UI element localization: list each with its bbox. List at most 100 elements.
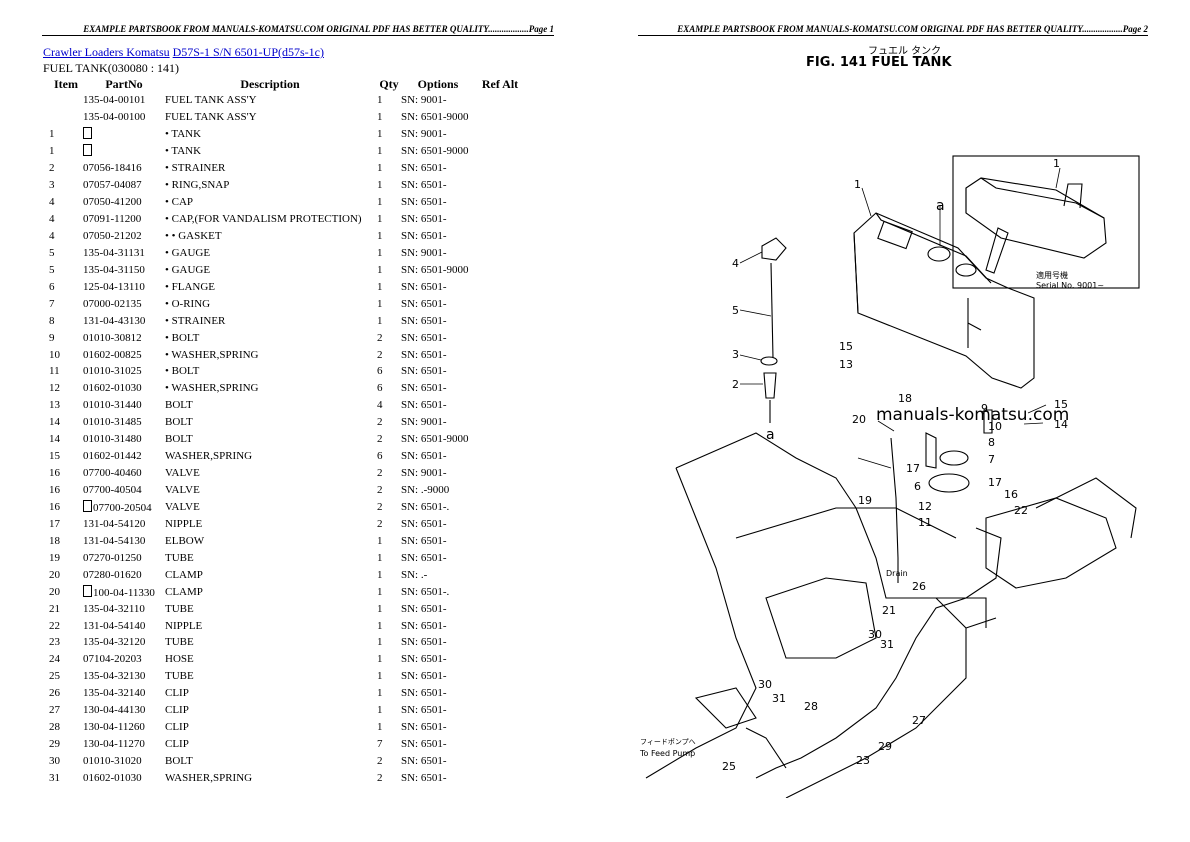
cell-options: SN: 9001- xyxy=(401,128,447,141)
callout-2: 2 xyxy=(732,378,739,391)
cell-options: SN: 6501- xyxy=(401,162,447,175)
cell-ref-alt xyxy=(475,228,525,245)
cell-qty: 1 xyxy=(377,179,383,192)
cell-description: • O-RING xyxy=(165,297,211,310)
cell-partno: 07270-01250 xyxy=(83,551,142,564)
table-row: 1 • TANK 1 SN: 9001- xyxy=(43,126,525,143)
cell-partno: 01010-31020 xyxy=(83,755,142,768)
cell-description: CLAMP xyxy=(165,568,203,581)
cell-description: • GAUGE xyxy=(165,263,211,276)
cell-ref-alt xyxy=(475,194,525,211)
strainer-part-2 xyxy=(763,372,777,399)
cell-qty: 1 xyxy=(377,128,383,141)
cell-item: 28 xyxy=(49,721,60,734)
flange-part-6 xyxy=(928,473,970,493)
cell-qty: 1 xyxy=(377,94,383,107)
cell-description: CLIP xyxy=(165,721,189,734)
callout-10: 10 xyxy=(988,420,1002,433)
cell-options: SN: 6501- xyxy=(401,365,447,378)
cell-item: 11 xyxy=(49,365,60,378)
cell-description: FUEL TANK ASS'Y xyxy=(165,111,257,124)
callout-26: 26 xyxy=(912,580,926,593)
cell-description: WASHER,SPRING xyxy=(165,771,253,784)
cell-description: • CAP xyxy=(165,196,193,209)
callout-27: 27 xyxy=(912,714,926,727)
cell-ref-alt xyxy=(475,515,525,532)
callout-15: 15 xyxy=(839,340,853,353)
column-header-description: Description xyxy=(240,77,300,91)
cell-qty: 1 xyxy=(377,602,383,615)
frame-outline-1 xyxy=(675,432,967,798)
callout-8: 8 xyxy=(988,436,995,449)
callout-9: 9 xyxy=(981,402,988,415)
cell-item: 1 xyxy=(49,128,55,141)
fuel-tube-end xyxy=(745,727,787,769)
cell-item: 19 xyxy=(49,551,60,564)
cell-ref-alt xyxy=(475,346,525,363)
cell-ref-alt xyxy=(475,143,525,160)
cell-ref-alt xyxy=(475,736,525,753)
breadcrumb-link-model[interactable]: D57S-1 S/N 6501-UP(d57s-1c) xyxy=(172,45,324,59)
cell-ref-alt xyxy=(475,482,525,499)
cell-description: ELBOW xyxy=(165,534,205,547)
cell-qty: 1 xyxy=(377,246,383,259)
cell-description: • FLANGE xyxy=(165,280,215,293)
cell-description: CLAMP xyxy=(165,585,203,598)
cell-description: • WASHER,SPRING xyxy=(165,382,259,395)
cell-item: 20 xyxy=(49,568,60,581)
callout-31: 31 xyxy=(880,638,894,651)
cell-partno: 07056-18416 xyxy=(83,162,142,175)
frame-panel xyxy=(765,577,877,659)
cell-options: SN: 6501- xyxy=(401,771,447,784)
cell-partno: 131-04-54120 xyxy=(83,517,146,530)
cell-options: SN: 6501- xyxy=(401,636,447,649)
cell-ref-alt xyxy=(475,312,525,329)
cell-options: SN: 9001- xyxy=(401,246,447,259)
cell-qty: 2 xyxy=(377,467,383,480)
cell-partno: 135-04-00101 xyxy=(83,94,146,107)
cell-description: • TANK xyxy=(165,128,202,141)
cell-partno: 01010-31480 xyxy=(83,433,142,446)
cell-partno: 07000-02135 xyxy=(83,297,142,310)
cell-item: 29 xyxy=(49,738,60,751)
cell-description: VALVE xyxy=(165,484,200,497)
frame-outline-2 xyxy=(645,467,757,779)
cell-item: 16 xyxy=(49,484,60,497)
cell-description: CLIP xyxy=(165,738,189,751)
column-header-partno: PartNo xyxy=(105,77,143,91)
cell-options: SN: 6501-9000 xyxy=(401,263,469,276)
cell-partno: 01602-01030 xyxy=(83,382,142,395)
section-title: FUEL TANK(030080 : 141) xyxy=(43,61,180,75)
cell-item: 21 xyxy=(49,602,60,615)
cell-qty: 1 xyxy=(377,280,383,293)
cell-options: SN: 6501- xyxy=(401,280,447,293)
cell-options: SN: 6501-. xyxy=(401,500,450,513)
breadcrumb-link-category[interactable]: Crawler Loaders Komatsu xyxy=(43,45,170,59)
missing-glyph-icon xyxy=(83,127,92,140)
cell-item: 2 xyxy=(49,162,55,175)
cell-item: 20 xyxy=(49,585,60,598)
cell-description: VALVE xyxy=(165,467,200,480)
cell-description: BOLT xyxy=(165,399,193,412)
cell-options: SN: 6501- xyxy=(401,196,447,209)
cell-description: BOLT xyxy=(165,755,193,768)
cell-qty: 6 xyxy=(377,450,383,463)
cell-description: • • GASKET xyxy=(165,229,222,242)
cell-description: • WASHER,SPRING xyxy=(165,348,259,361)
cell-options: SN: 6501-. xyxy=(401,585,450,598)
cell-ref-alt xyxy=(475,278,525,295)
cell-partno: 100-04-11330 xyxy=(83,583,165,600)
